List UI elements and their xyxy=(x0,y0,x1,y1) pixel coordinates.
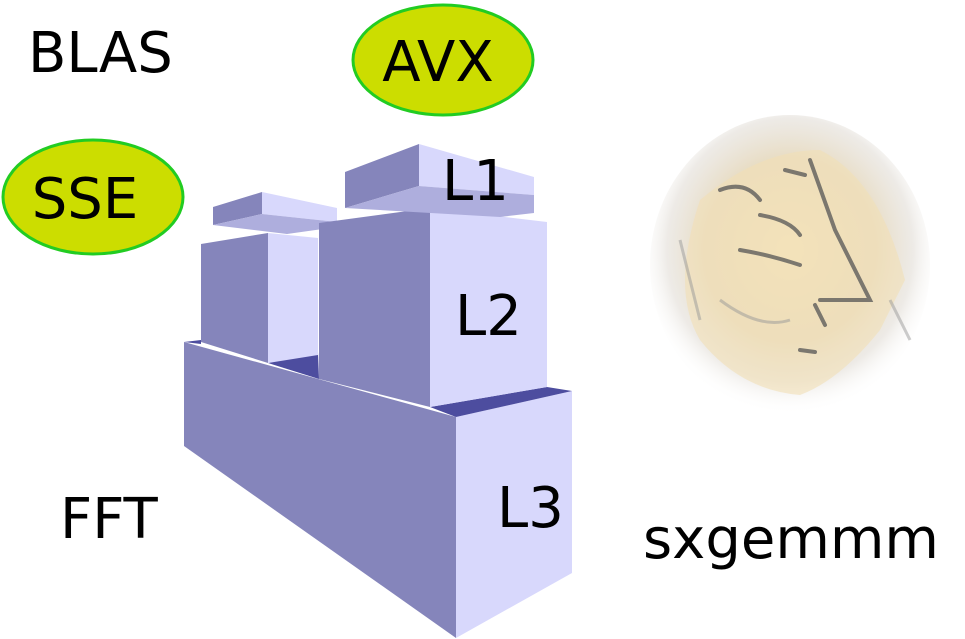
avx-label: AVX xyxy=(382,30,493,95)
l3-label: L3 xyxy=(497,476,564,541)
avx-badge: AVX xyxy=(351,3,535,117)
sxgemmm-label: sxgemmm xyxy=(643,507,939,572)
blas-label: BLAS xyxy=(28,21,173,86)
l3-cache-block xyxy=(184,340,572,638)
l1-cache-slab xyxy=(345,144,534,217)
l2-cache-block-small xyxy=(201,233,318,363)
sse-badge: SSE xyxy=(1,138,185,256)
l2-label: L2 xyxy=(455,284,522,349)
l1-label: L1 xyxy=(442,149,509,214)
fft-label: FFT xyxy=(60,487,158,552)
sphinx-image xyxy=(650,115,930,415)
sse-label: SSE xyxy=(32,167,138,232)
l1-cache-slab-small xyxy=(213,192,337,234)
l2-cache-block xyxy=(319,208,547,407)
